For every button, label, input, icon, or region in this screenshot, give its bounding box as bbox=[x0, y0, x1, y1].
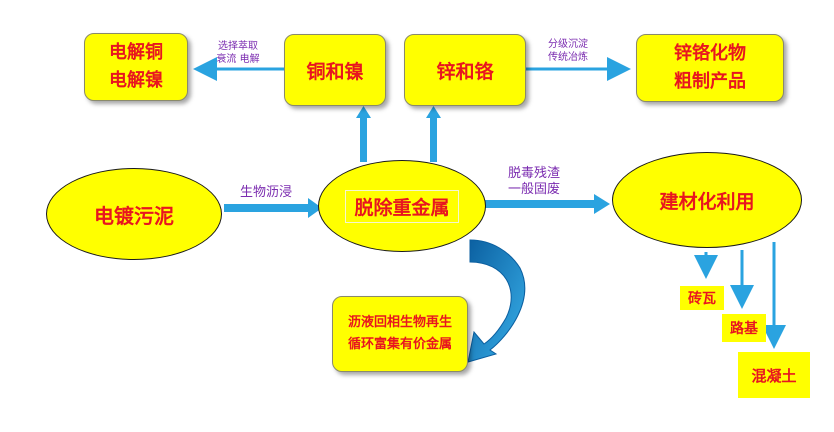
electro-cu-label: 电解铜 bbox=[109, 42, 163, 63]
extract-label: 选择萃取 衰流 电解 bbox=[208, 40, 268, 66]
precip-label: 分级沉淀 传统冶炼 bbox=[538, 38, 598, 64]
sludge-label: 电镀污泥 bbox=[94, 203, 174, 228]
extract-line2: 衰流 电解 bbox=[216, 54, 260, 65]
cu-ni-box: 铜和镍 bbox=[284, 34, 386, 106]
electro-ni-label: 电解镍 bbox=[109, 70, 163, 91]
zn-cr-products-box: 锌铬化物 粗制产品 bbox=[636, 34, 784, 102]
zn-cr-label: 锌和铬 bbox=[436, 60, 494, 83]
detox-line1: 脱毒残渣 bbox=[507, 166, 560, 181]
recycle-box: 沥液回相生物再生 循环富集有价金属 bbox=[332, 296, 468, 372]
precip-line1: 分级沉淀 bbox=[548, 39, 588, 50]
zn-cr-products-line1: 锌铬化物 bbox=[674, 43, 746, 64]
roadbed-tag: 路基 bbox=[722, 314, 766, 342]
arrow-up-to-cu-ni bbox=[356, 106, 371, 162]
zn-cr-box: 锌和铬 bbox=[404, 34, 526, 106]
cu-ni-label: 铜和镍 bbox=[306, 60, 364, 83]
arrow-sludge-to-remove bbox=[224, 198, 322, 218]
building-use-ellipse: 建材化利用 bbox=[612, 152, 802, 248]
concrete-tag: 混凝土 bbox=[738, 352, 810, 398]
precip-line2: 传统冶炼 bbox=[548, 52, 588, 63]
remove-metals-label: 脱除重金属 bbox=[345, 189, 459, 223]
curved-arrow-to-recycle bbox=[467, 239, 526, 363]
bioleach-label: 生物沥浸 bbox=[239, 185, 292, 200]
detox-line2: 一般固废 bbox=[507, 182, 560, 197]
detox-label: 脱毒残渣 一般固废 bbox=[494, 166, 574, 198]
arrow-up-to-zn-cr bbox=[426, 106, 441, 162]
brick-tag: 砖瓦 bbox=[680, 286, 724, 310]
building-use-label: 建材化利用 bbox=[659, 190, 755, 213]
recycle-line2: 循环富集有价金属 bbox=[347, 337, 452, 352]
electrolytic-cu-ni-box: 电解铜 电解镍 bbox=[84, 33, 188, 101]
zn-cr-products-line2: 粗制产品 bbox=[674, 71, 746, 92]
recycle-line1: 沥液回相生物再生 bbox=[347, 315, 452, 330]
sludge-ellipse: 电镀污泥 bbox=[46, 168, 222, 260]
remove-metals-ellipse: 脱除重金属 bbox=[318, 160, 486, 252]
arrow-remove-to-building bbox=[484, 194, 610, 214]
extract-line1: 选择萃取 bbox=[218, 41, 258, 52]
